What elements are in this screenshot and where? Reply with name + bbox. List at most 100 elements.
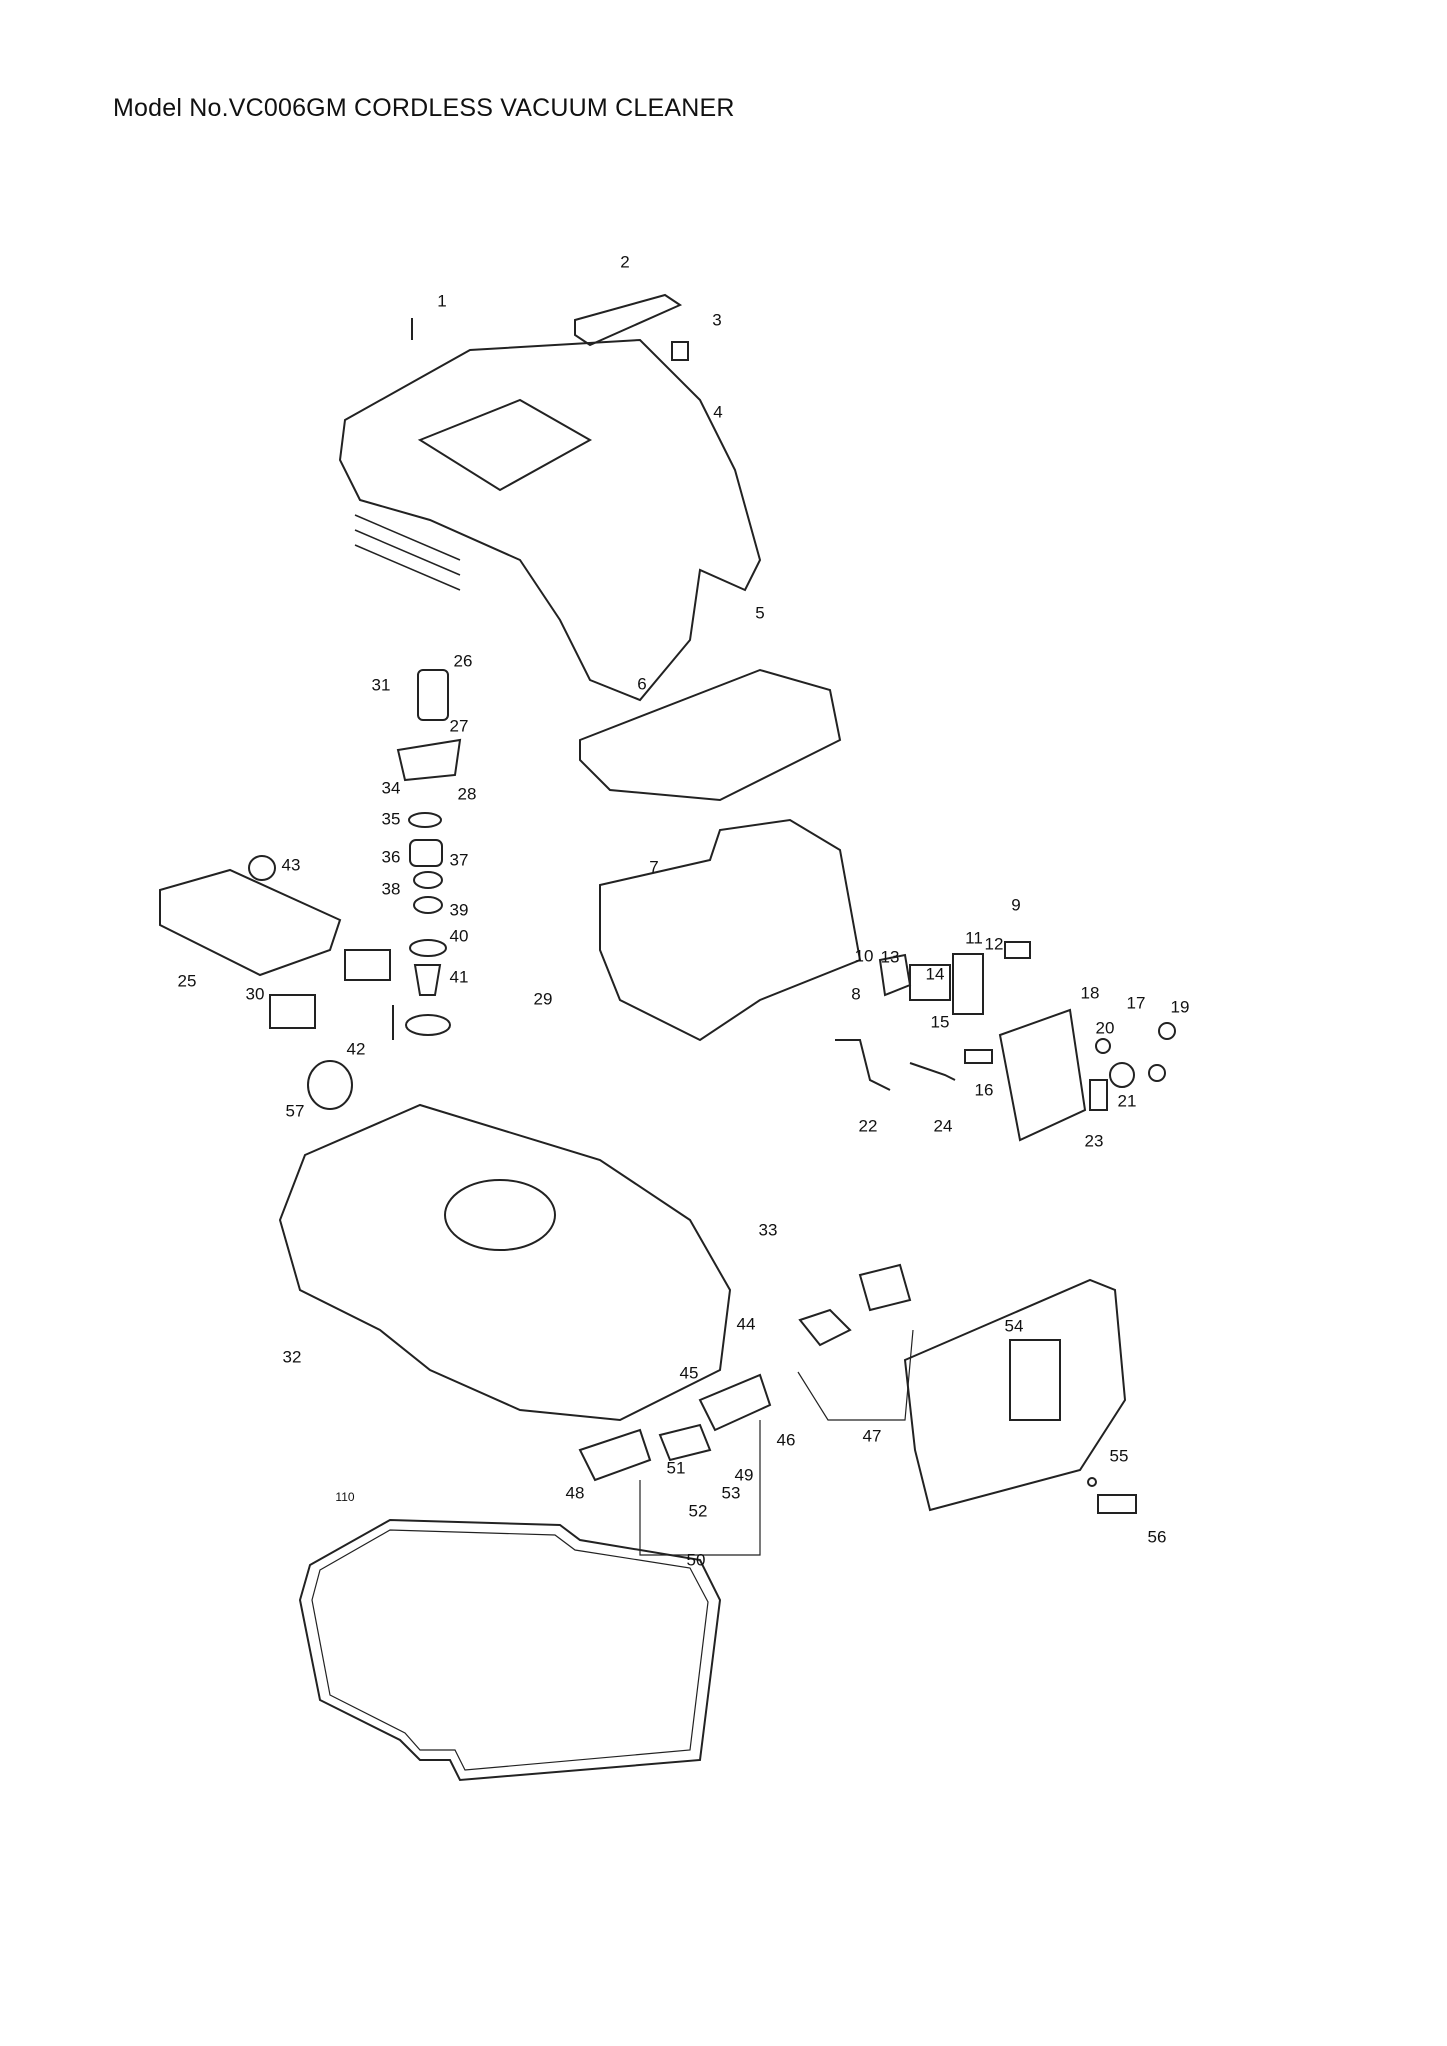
motor xyxy=(417,669,449,721)
wire-harness xyxy=(835,1039,956,1091)
part-label: 23 xyxy=(1084,1131,1104,1151)
part-label: 19 xyxy=(1170,997,1190,1017)
part-label: 35 xyxy=(381,809,401,829)
part-label: 37 xyxy=(449,850,469,870)
part-label: 4 xyxy=(713,402,723,422)
part-label: 29 xyxy=(533,989,553,1009)
carry-handle xyxy=(574,293,683,347)
base-opening xyxy=(444,1179,556,1251)
o-ring-small xyxy=(1095,1038,1111,1054)
part-label: 27 xyxy=(449,716,469,736)
part-label: 39 xyxy=(449,900,469,920)
part-label: 31 xyxy=(371,675,391,695)
part-label: 47 xyxy=(862,1426,882,1446)
bracket-47 xyxy=(797,1329,914,1421)
terminal-assembly xyxy=(578,1263,912,1482)
cap xyxy=(1158,1022,1176,1040)
part-label: 32 xyxy=(282,1347,302,1367)
part-label: 15 xyxy=(930,1012,950,1032)
cover-vents xyxy=(354,514,461,591)
cap xyxy=(1148,1064,1166,1082)
screw-55 xyxy=(1087,1477,1097,1487)
controller-board xyxy=(159,868,342,977)
washer xyxy=(408,812,442,828)
part-label: 3 xyxy=(712,310,722,330)
part-label: 48 xyxy=(565,1483,585,1503)
part-label: 43 xyxy=(281,855,301,875)
part-label: 53 xyxy=(721,1483,741,1503)
part-label: 38 xyxy=(381,879,401,899)
part-label: 13 xyxy=(880,947,900,967)
part-label: 52 xyxy=(688,1501,708,1521)
control-panel xyxy=(998,1008,1087,1142)
part-label: 1 xyxy=(437,291,447,311)
front-cover xyxy=(903,1278,1127,1512)
buzzer xyxy=(248,855,276,881)
part-label: 21 xyxy=(1117,1091,1137,1111)
panel-knob xyxy=(1109,1062,1135,1088)
part-label: 6 xyxy=(637,674,647,694)
part-label: 40 xyxy=(449,926,469,946)
cover-window xyxy=(417,398,593,492)
part-label: 26 xyxy=(453,651,473,671)
part-label: 56 xyxy=(1147,1527,1167,1547)
part-label: 33 xyxy=(758,1220,778,1240)
speaker xyxy=(307,1060,353,1110)
part-label: 57 xyxy=(285,1101,305,1121)
gear xyxy=(413,896,443,914)
spring xyxy=(671,341,689,361)
cap-56 xyxy=(1097,1494,1137,1514)
part-label: 12 xyxy=(984,934,1004,954)
part-label: 7 xyxy=(649,857,659,877)
part-label: 45 xyxy=(679,1363,699,1383)
front-window xyxy=(1009,1339,1061,1421)
o-ring xyxy=(405,1014,451,1036)
part-label: 36 xyxy=(381,847,401,867)
part-label: 51 xyxy=(666,1458,686,1478)
gasket xyxy=(298,1518,722,1782)
base-housing xyxy=(278,1103,732,1422)
part-label: 16 xyxy=(974,1080,994,1100)
part-label: 18 xyxy=(1080,983,1100,1003)
part-label: 49 xyxy=(734,1465,754,1485)
part-label: 22 xyxy=(858,1116,878,1136)
connector xyxy=(1004,941,1031,959)
part-label: 11 xyxy=(965,928,983,948)
impeller xyxy=(413,964,442,996)
switch xyxy=(909,964,951,1001)
bracket-50 xyxy=(639,1420,761,1556)
part-label: 110 xyxy=(335,1490,355,1504)
part-label: 44 xyxy=(736,1314,756,1334)
part-label: 20 xyxy=(1095,1018,1115,1038)
part-label: 5 xyxy=(755,603,765,623)
part-label: 2 xyxy=(620,252,630,272)
part-label: 10 xyxy=(854,946,874,966)
part-label: 41 xyxy=(449,967,469,987)
part-label: 54 xyxy=(1004,1316,1024,1336)
bearing xyxy=(409,839,443,867)
part-label: 8 xyxy=(851,984,861,1004)
part-label: 14 xyxy=(925,964,945,984)
sponge xyxy=(269,994,316,1029)
top-cover xyxy=(338,338,762,702)
filter-tray xyxy=(579,668,842,802)
part-label: 34 xyxy=(381,778,401,798)
part-label: 42 xyxy=(346,1039,366,1059)
sponge xyxy=(344,949,391,981)
part-label: 25 xyxy=(177,971,197,991)
part-label: 9 xyxy=(1011,895,1021,915)
part-label: 50 xyxy=(686,1550,706,1570)
motor-housing xyxy=(396,738,462,782)
part-label: 28 xyxy=(457,784,477,804)
gear xyxy=(413,871,443,889)
diagram-title: Model No.VC006GM CORDLESS VACUUM CLEANER xyxy=(113,94,735,122)
part-label: 24 xyxy=(933,1116,953,1136)
part-label: 55 xyxy=(1109,1446,1129,1466)
part-label: 46 xyxy=(776,1430,796,1450)
part-label: 17 xyxy=(1126,993,1146,1013)
indicator-plate xyxy=(964,1049,993,1064)
part-label: 30 xyxy=(245,984,265,1004)
lock-plate xyxy=(1089,1079,1108,1111)
switch-cap-box xyxy=(952,953,984,1015)
